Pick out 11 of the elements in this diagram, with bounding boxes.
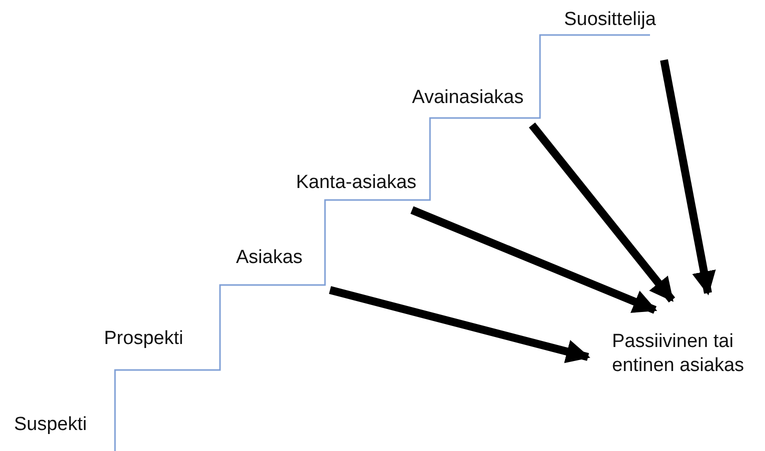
stage-label: Passiivinen tai entinen asiakas <box>612 330 765 378</box>
arrow <box>329 286 590 364</box>
stage-label: Prospekti <box>104 327 184 351</box>
stage-label: Avainasiakas <box>412 86 524 110</box>
stage-label: Suosittelija <box>564 8 656 32</box>
arrow <box>660 59 716 296</box>
arrow <box>528 122 676 302</box>
stage-label: Kanta-asiakas <box>296 171 416 195</box>
stage-label: Asiakas <box>236 246 303 270</box>
arrow <box>410 206 658 314</box>
stage-label: Suspekti <box>14 413 87 437</box>
